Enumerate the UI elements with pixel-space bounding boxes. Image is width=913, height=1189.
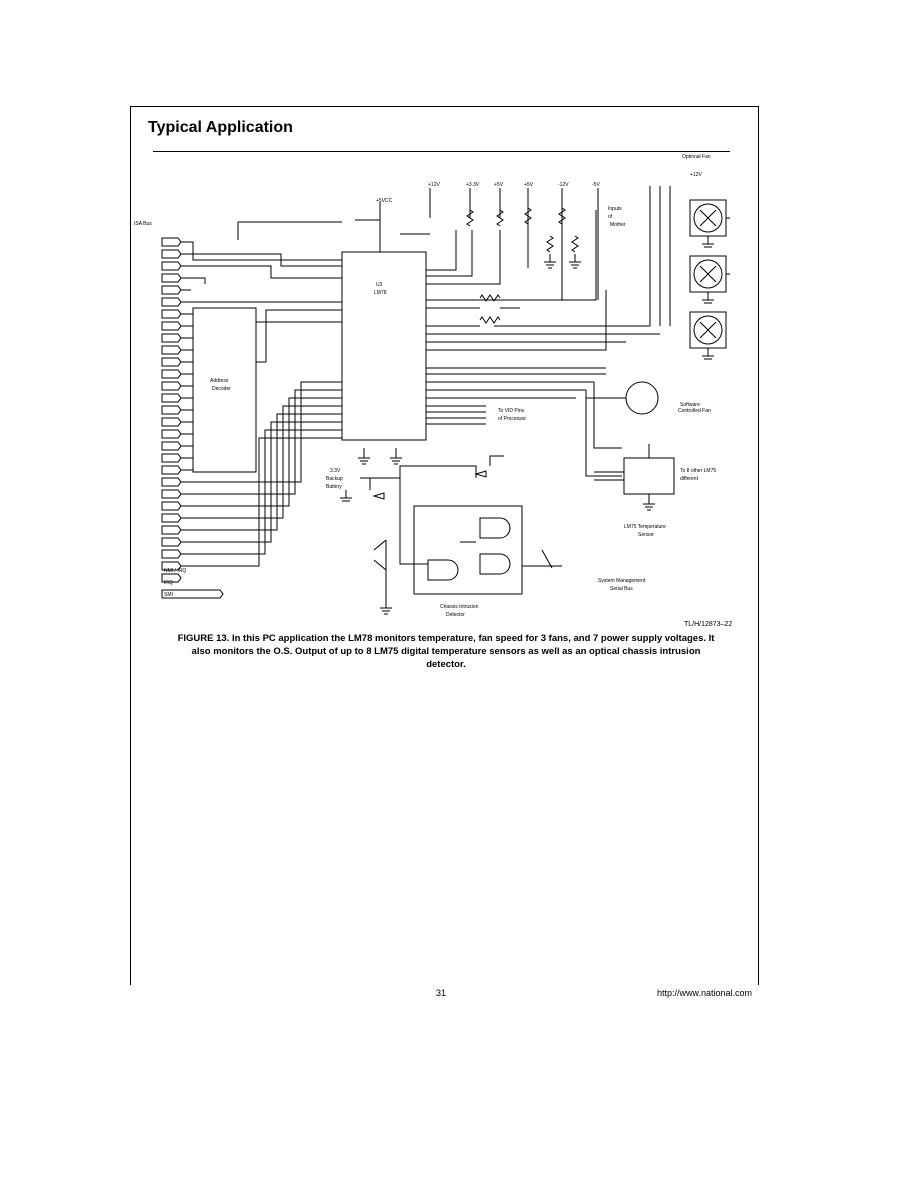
svg-text:+12V: +12V bbox=[690, 172, 702, 178]
footer-url[interactable]: http://www.national.com bbox=[657, 988, 753, 998]
svg-text:Decoder: Decoder bbox=[212, 386, 231, 392]
application-schematic: ISA Bus Address Decoder U3 LM78 +5VCC +1… bbox=[134, 154, 730, 618]
page-number: 31 bbox=[436, 988, 447, 998]
svg-text:Serial Bus: Serial Bus bbox=[610, 586, 633, 592]
caption-label: FIGURE 13. bbox=[177, 633, 230, 644]
svg-text:of Processor: of Processor bbox=[498, 416, 526, 422]
svg-text:Controlled Fan: Controlled Fan bbox=[678, 408, 711, 414]
svg-text:Address: Address bbox=[210, 378, 229, 384]
svg-text:-12V: -12V bbox=[558, 182, 569, 188]
svg-text:-5V: -5V bbox=[592, 182, 600, 188]
svg-text:Software: Software bbox=[680, 402, 700, 408]
svg-text:+5VCC: +5VCC bbox=[376, 198, 393, 204]
figure-id: TL/H/12873–22 bbox=[684, 621, 733, 628]
svg-text:+5V: +5V bbox=[494, 182, 504, 188]
svg-text:NMI / IRQ: NMI / IRQ bbox=[164, 568, 186, 574]
svg-text:System Management: System Management bbox=[598, 578, 646, 584]
page-frame bbox=[130, 106, 759, 985]
svg-text:different: different bbox=[680, 476, 699, 482]
svg-text:Optional Fan: Optional Fan bbox=[682, 154, 711, 160]
svg-text:+5V: +5V bbox=[524, 182, 534, 188]
svg-text:U3: U3 bbox=[376, 282, 383, 288]
mosfet-transistor bbox=[625, 381, 659, 415]
svg-text:To 8 other LM75: To 8 other LM75 bbox=[680, 468, 716, 474]
svg-text:LM78: LM78 bbox=[374, 290, 387, 296]
svg-text:+12V: +12V bbox=[428, 182, 440, 188]
lm78-chip bbox=[341, 251, 427, 441]
caption-text: In this PC application the LM78 monitors… bbox=[191, 633, 715, 670]
svg-text:3.3V: 3.3V bbox=[330, 468, 341, 474]
svg-text:LM75 Temperature: LM75 Temperature bbox=[624, 524, 666, 530]
svg-text:SMI: SMI bbox=[164, 592, 173, 598]
svg-text:IRQ: IRQ bbox=[164, 580, 173, 586]
svg-text:ISA Bus: ISA Bus bbox=[134, 221, 152, 227]
isa-bus-connectors bbox=[161, 237, 224, 599]
svg-text:Sensor: Sensor bbox=[638, 532, 654, 538]
title-rule bbox=[153, 151, 730, 152]
chassis-intrusion-box bbox=[413, 505, 523, 595]
svg-text:Chassis Intrusion: Chassis Intrusion bbox=[440, 604, 479, 610]
svg-text:Detector: Detector bbox=[446, 612, 465, 618]
svg-text:Battery: Battery bbox=[326, 484, 342, 490]
svg-text:Backup: Backup bbox=[326, 476, 343, 482]
svg-text:+3.3V: +3.3V bbox=[466, 182, 480, 188]
svg-text:Mother: Mother bbox=[610, 222, 626, 228]
svg-text:of: of bbox=[608, 214, 613, 220]
section-title: Typical Application bbox=[148, 119, 293, 136]
lm75-sensor bbox=[623, 457, 675, 495]
figure-caption: FIGURE 13. In this PC application the LM… bbox=[176, 632, 716, 671]
svg-text:Inputs: Inputs bbox=[608, 206, 622, 212]
address-decoder bbox=[192, 307, 257, 473]
svg-text:To VID Pins: To VID Pins bbox=[498, 408, 525, 414]
